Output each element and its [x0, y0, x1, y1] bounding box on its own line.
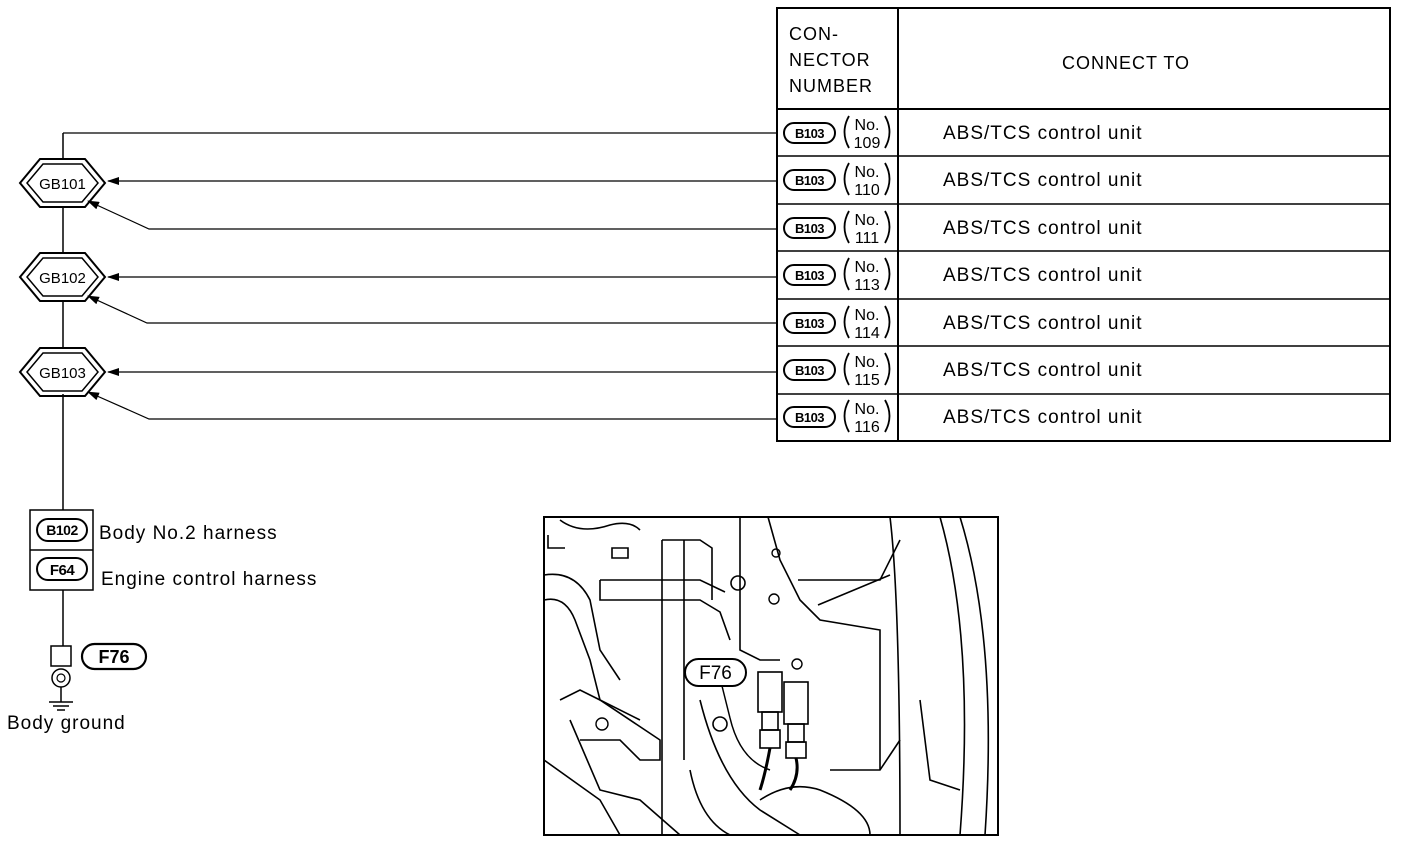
pin-number: 114: [854, 325, 880, 342]
body-ground-symbol: F76 Body ground: [7, 642, 148, 734]
ground-point-label: GB101: [39, 176, 86, 193]
connector-badge-label: B103: [795, 221, 824, 236]
header-connector-line2: NECTOR: [789, 50, 871, 70]
ground-wiring: [62, 132, 777, 646]
connector-badge-label: B103: [795, 410, 824, 425]
pin-label: No.: [855, 401, 880, 418]
connector-badge-label: B103: [795, 363, 824, 378]
pin-number: 109: [854, 135, 881, 152]
ground-point-label: GB102: [39, 270, 86, 287]
connect-to-cell: ABS/TCS control unit: [943, 265, 1143, 286]
pin-number: 113: [854, 277, 880, 294]
pin-label: No.: [855, 354, 880, 371]
pin-number: 110: [854, 182, 880, 199]
header-connect-to: CONNECT TO: [1062, 53, 1190, 73]
pin-label: No.: [855, 259, 880, 276]
pin-number: 111: [855, 230, 879, 247]
pin-number: 116: [854, 419, 880, 436]
location-callout-f76: F76: [699, 663, 732, 684]
harness-label-body: Body No.2 harness: [99, 523, 278, 544]
connect-to-cell: ABS/TCS control unit: [943, 360, 1143, 381]
connect-to-cell: ABS/TCS control unit: [943, 407, 1143, 428]
ground-connector-f76: F76: [98, 647, 129, 667]
pin-label: No.: [855, 117, 880, 134]
ground-point-label: GB103: [39, 365, 86, 382]
table-row-111: B103 No. 111 ABS/TCS control unit: [783, 210, 1143, 247]
connector-badge-label: B103: [795, 268, 824, 283]
header-connector-line1: CON-: [789, 24, 839, 44]
connector-badge-label: B103: [795, 126, 824, 141]
table-row-115: B103 No. 115 ABS/TCS control unit: [783, 352, 1143, 389]
connect-to-cell: ABS/TCS control unit: [943, 170, 1143, 191]
ground-point-gb101: GB101: [18, 158, 107, 208]
harness-connector-b102: B102: [46, 522, 78, 538]
harness-connector-box: B102 F64 Body No.2 harness Engine contro…: [29, 509, 317, 591]
table-row-114: B103 No. 114 ABS/TCS control unit: [783, 305, 1143, 342]
location-illustration: F76: [543, 516, 999, 836]
connect-to-cell: ABS/TCS control unit: [943, 123, 1143, 144]
connector-table: CON- NECTOR NUMBER CONNECT TO: [776, 7, 1391, 442]
pin-number: 115: [854, 372, 880, 389]
pin-label: No.: [855, 164, 880, 181]
connector-badge-label: B103: [795, 173, 824, 188]
body-ground-label: Body ground: [7, 713, 126, 734]
connector-badge-label: B103: [795, 316, 824, 331]
table-row-110: B103 No. 110 ABS/TCS control unit: [783, 162, 1143, 199]
table-row-109: B103 No. 109 ABS/TCS control unit: [783, 115, 1143, 152]
harness-connector-f64: F64: [50, 562, 76, 579]
pin-label: No.: [855, 307, 880, 324]
ground-point-gb103: GB103: [18, 347, 107, 397]
table-row-116: B103 No. 116 ABS/TCS control unit: [783, 399, 1143, 436]
connect-to-cell: ABS/TCS control unit: [943, 218, 1143, 239]
table-row-113: B103 No. 113 ABS/TCS control unit: [783, 257, 1143, 294]
pin-label: No.: [855, 212, 880, 229]
header-connector-line3: NUMBER: [789, 76, 873, 96]
ground-point-gb102: GB102: [18, 252, 107, 302]
connect-to-cell: ABS/TCS control unit: [943, 313, 1143, 334]
harness-label-engine: Engine control harness: [101, 569, 317, 590]
